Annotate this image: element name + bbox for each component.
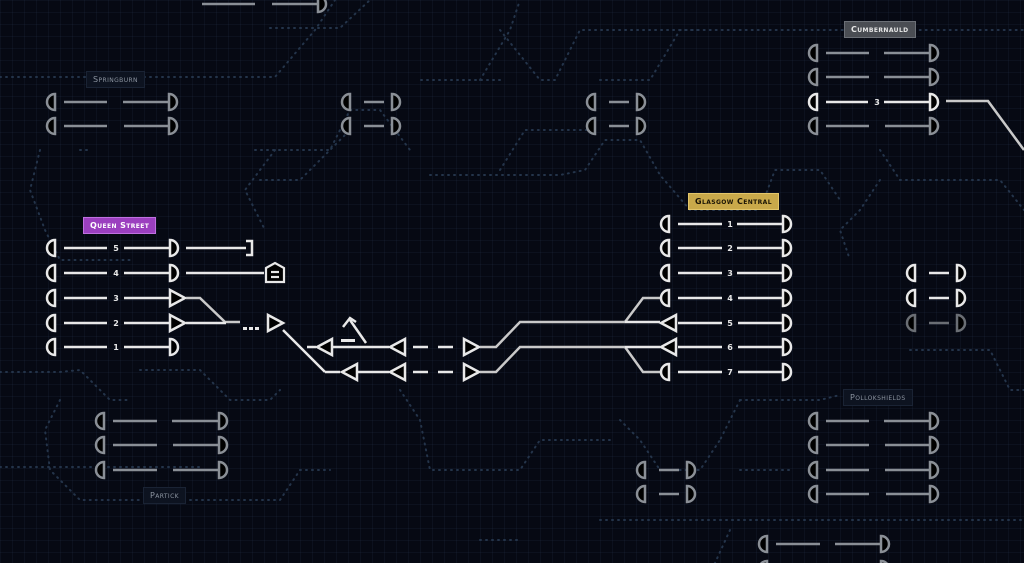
cumbernauld-platform-3: 3: [874, 98, 880, 107]
cumbernauld-station[interactable]: [807, 43, 1024, 151]
glasgow-central-label[interactable]: Glasgow Central: [688, 193, 779, 210]
small-station-b[interactable]: [585, 92, 647, 136]
depot-icon[interactable]: [264, 261, 286, 284]
svg-text:7: 7: [727, 368, 733, 377]
more-icon[interactable]: [243, 327, 259, 330]
small-station-a[interactable]: [340, 92, 402, 136]
partick-station[interactable]: [94, 411, 229, 480]
glasgow-central-station[interactable]: [623, 214, 793, 382]
bottom-partial-station[interactable]: [757, 534, 891, 563]
svg-text:6: 6: [727, 343, 733, 352]
pollokshields-station[interactable]: [807, 411, 940, 504]
small-station-south[interactable]: [635, 460, 697, 504]
top-partial-station: [202, 0, 328, 14]
svg-text:3: 3: [727, 269, 733, 278]
cumbernauld-label[interactable]: Cumbernauld: [844, 21, 916, 38]
svg-text:3: 3: [113, 294, 119, 303]
pollokshields-label[interactable]: Pollokshields: [843, 389, 913, 406]
springburn-label[interactable]: Springburn: [86, 71, 145, 88]
signal-lever-icon[interactable]: [341, 316, 368, 344]
svg-text:2: 2: [113, 319, 119, 328]
queen-street-label[interactable]: Queen Street: [83, 217, 157, 234]
svg-text:5: 5: [113, 244, 119, 253]
svg-text:1: 1: [113, 343, 119, 352]
queen-street-station[interactable]: [45, 238, 264, 357]
svg-text:1: 1: [727, 220, 733, 229]
queen-street-platform-numbers: 5 4 3 2 1: [113, 244, 119, 352]
svg-text:2: 2: [727, 244, 733, 253]
svg-text:4: 4: [113, 269, 119, 278]
central-junction-tracks[interactable]: [307, 320, 625, 383]
glasgow-central-platform-numbers: 1 2 3 4 5 6 7: [727, 220, 733, 377]
springburn-station[interactable]: [45, 92, 179, 136]
buffer-stop-icon: [246, 239, 254, 257]
svg-text:5: 5: [727, 319, 733, 328]
partick-label[interactable]: Partick: [143, 487, 187, 504]
svg-text:4: 4: [727, 294, 733, 303]
junction-signal[interactable]: [266, 312, 326, 373]
small-station-east[interactable]: [905, 263, 967, 333]
